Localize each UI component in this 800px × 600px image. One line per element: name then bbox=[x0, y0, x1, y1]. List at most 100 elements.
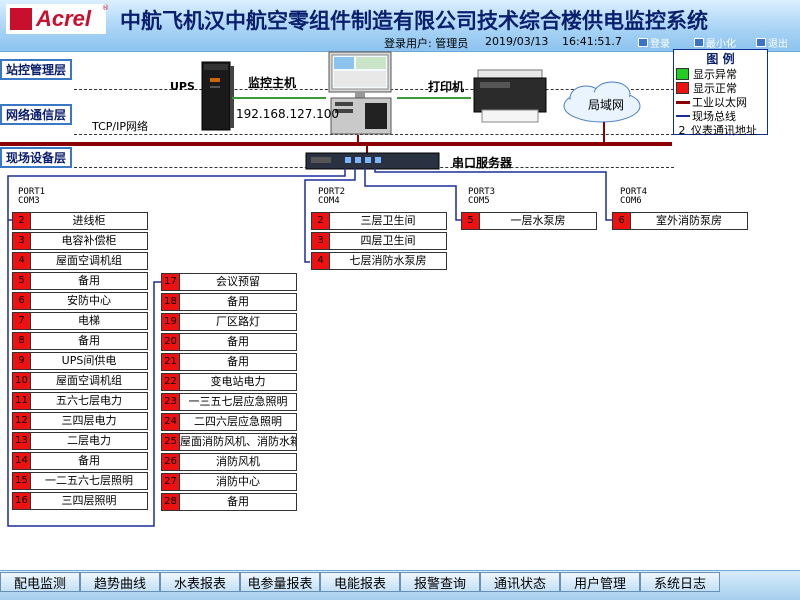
legend-address-sample: 2 bbox=[678, 123, 686, 137]
legend-fieldbus-line bbox=[676, 115, 690, 117]
device-address-badge: 27 bbox=[162, 474, 180, 490]
nav-button-7[interactable]: 通讯状态 bbox=[480, 572, 560, 592]
nav-button-8[interactable]: 用户管理 bbox=[560, 572, 640, 592]
device-name: 消防中心 bbox=[216, 475, 260, 488]
device-address-badge: 5 bbox=[462, 213, 480, 229]
device-name: 备用 bbox=[227, 495, 249, 508]
bottom-navigation: 配电监测趋势曲线水表报表电参量报表电能报表报警查询通讯状态用户管理系统日志 bbox=[0, 570, 800, 600]
device-address-badge: 6 bbox=[613, 213, 631, 229]
device-address-badge: 21 bbox=[162, 354, 180, 370]
host-bus-drop bbox=[357, 135, 359, 143]
nav-button-2[interactable]: 趋势曲线 bbox=[80, 572, 160, 592]
device-name: 七层消防水泵房 bbox=[349, 254, 427, 267]
legend-abnormal-swatch bbox=[676, 68, 689, 80]
legend-abnormal-label: 显示异常 bbox=[693, 68, 737, 81]
device-name: 电梯 bbox=[78, 314, 100, 327]
current-time: 16:41:51.7 bbox=[562, 35, 622, 48]
port3-com: COM5 bbox=[468, 196, 490, 206]
port4-com: COM6 bbox=[620, 196, 642, 206]
device-name: 厂区路灯 bbox=[216, 315, 260, 328]
device-address-badge: 28 bbox=[162, 494, 180, 510]
nav-button-5[interactable]: 电能报表 bbox=[320, 572, 400, 592]
nav-button-3[interactable]: 水表报表 bbox=[160, 572, 240, 592]
device-name: 备用 bbox=[78, 274, 100, 287]
port3-name: PORT3 bbox=[468, 187, 496, 197]
device-name: 室外消防泵房 bbox=[656, 214, 722, 227]
legend-item-ethernet: 工业以太网 bbox=[676, 94, 747, 110]
header-bar: Acrel ® 中航飞机汉中航空零组件制造有限公司技术综合楼供电监控系统 登录用… bbox=[0, 0, 800, 52]
legend-item-normal: 显示正常 bbox=[676, 80, 737, 96]
device-address-badge: 20 bbox=[162, 334, 180, 350]
device-address-badge: 24 bbox=[162, 414, 180, 430]
legend-title: 图 例 bbox=[706, 52, 735, 66]
serial-server-bus-drop bbox=[366, 146, 368, 154]
system-title: 中航飞机汉中航空零组件制造有限公司技术综合楼供电监控系统 bbox=[120, 9, 708, 33]
logo-registered-mark: ® bbox=[102, 4, 109, 12]
nav-button-1[interactable]: 配电监测 bbox=[0, 572, 80, 592]
device-address-badge: 25 bbox=[162, 434, 180, 450]
device-name: 三层卫生间 bbox=[360, 214, 416, 227]
layer-field-devices: 现场设备层 bbox=[0, 147, 72, 168]
exit-icon bbox=[756, 37, 766, 47]
current-date: 2019/03/13 bbox=[485, 35, 549, 48]
device-address-badge: 10 bbox=[13, 373, 31, 389]
lan-cloud-icon bbox=[563, 81, 641, 123]
exit-button[interactable]: 退出 bbox=[756, 35, 788, 50]
device-row[interactable]: 5 一层水泵房 bbox=[461, 212, 597, 230]
port1-com: COM3 bbox=[18, 196, 40, 206]
monitoring-host-icon[interactable] bbox=[325, 51, 397, 137]
device-address-badge: 16 bbox=[13, 493, 31, 509]
acrel-logo: Acrel ® bbox=[6, 4, 109, 34]
device-row[interactable]: 6 室外消防泵房 bbox=[612, 212, 748, 230]
device-row[interactable]: 27 消防中心 bbox=[161, 473, 297, 491]
device-address-badge: 3 bbox=[312, 233, 330, 249]
device-row[interactable]: 28 备用 bbox=[161, 493, 297, 511]
nav-button-9[interactable]: 系统日志 bbox=[640, 572, 720, 592]
device-name: 一层水泵房 bbox=[510, 214, 566, 227]
nav-button-6[interactable]: 报警查询 bbox=[400, 572, 480, 592]
logo-text: Acrel bbox=[36, 6, 92, 31]
minimize-button[interactable]: 最小化 bbox=[694, 35, 736, 50]
minimize-icon bbox=[694, 37, 704, 47]
login-button[interactable]: 登录 bbox=[638, 35, 670, 50]
logo-mark-icon bbox=[10, 8, 32, 30]
device-name: 变电站电力 bbox=[210, 375, 266, 388]
nav-button-4[interactable]: 电参量报表 bbox=[240, 572, 320, 592]
legend-ethernet-line bbox=[676, 100, 690, 104]
device-address-badge: 15 bbox=[13, 473, 31, 489]
